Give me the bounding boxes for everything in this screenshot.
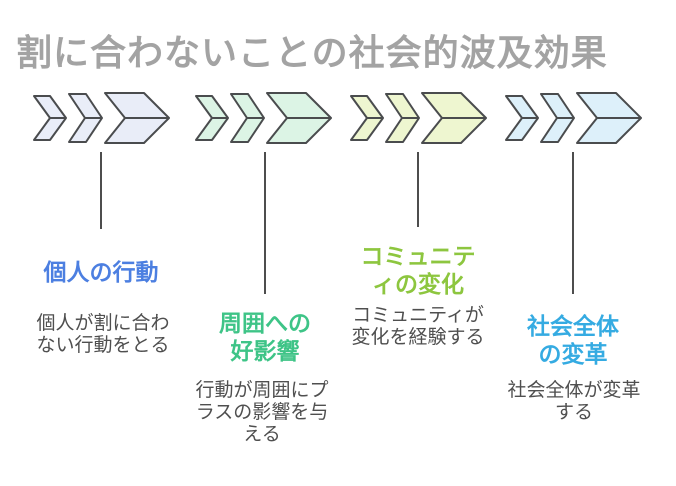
chevron-medium	[68, 93, 103, 143]
connector-line	[264, 152, 266, 294]
chevron-arrow-icon	[195, 92, 332, 144]
stage-label: コミュニテ ィの変化	[360, 243, 476, 297]
stage-description: 社会全体が変革 する	[507, 380, 641, 423]
connector-line	[417, 152, 419, 227]
connector-line	[100, 152, 102, 229]
connector-line	[572, 152, 574, 294]
stage-description: 個人が割に合わ ない行動をとる	[36, 313, 170, 356]
stage-label: 社会全体 の変革	[527, 313, 619, 367]
chevron-large	[266, 92, 332, 144]
chevron-large	[576, 92, 642, 144]
chevron-arrow-icon	[33, 92, 170, 144]
chevron-large	[104, 92, 170, 144]
stage-label: 周囲への 好影響	[219, 310, 311, 364]
chevron-large	[421, 92, 487, 144]
chevron-medium	[385, 93, 420, 143]
chevron-arrow-icon	[505, 92, 642, 144]
stage-label: 個人の行動	[43, 259, 159, 285]
chevron-medium	[540, 93, 575, 143]
chevron-small	[350, 95, 384, 141]
chevron-small	[505, 95, 539, 141]
stage-description: 行動が周囲にプ ラスの影響を与 える	[195, 380, 329, 445]
chevron-medium	[230, 93, 265, 143]
diagram-title: 割に合わないことの社会的波及効果	[16, 32, 608, 73]
chevron-small	[33, 95, 67, 141]
chevron-small	[195, 95, 229, 141]
chevron-arrow-icon	[350, 92, 487, 144]
stage-description: コミュニティが 変化を経験する	[351, 305, 485, 348]
